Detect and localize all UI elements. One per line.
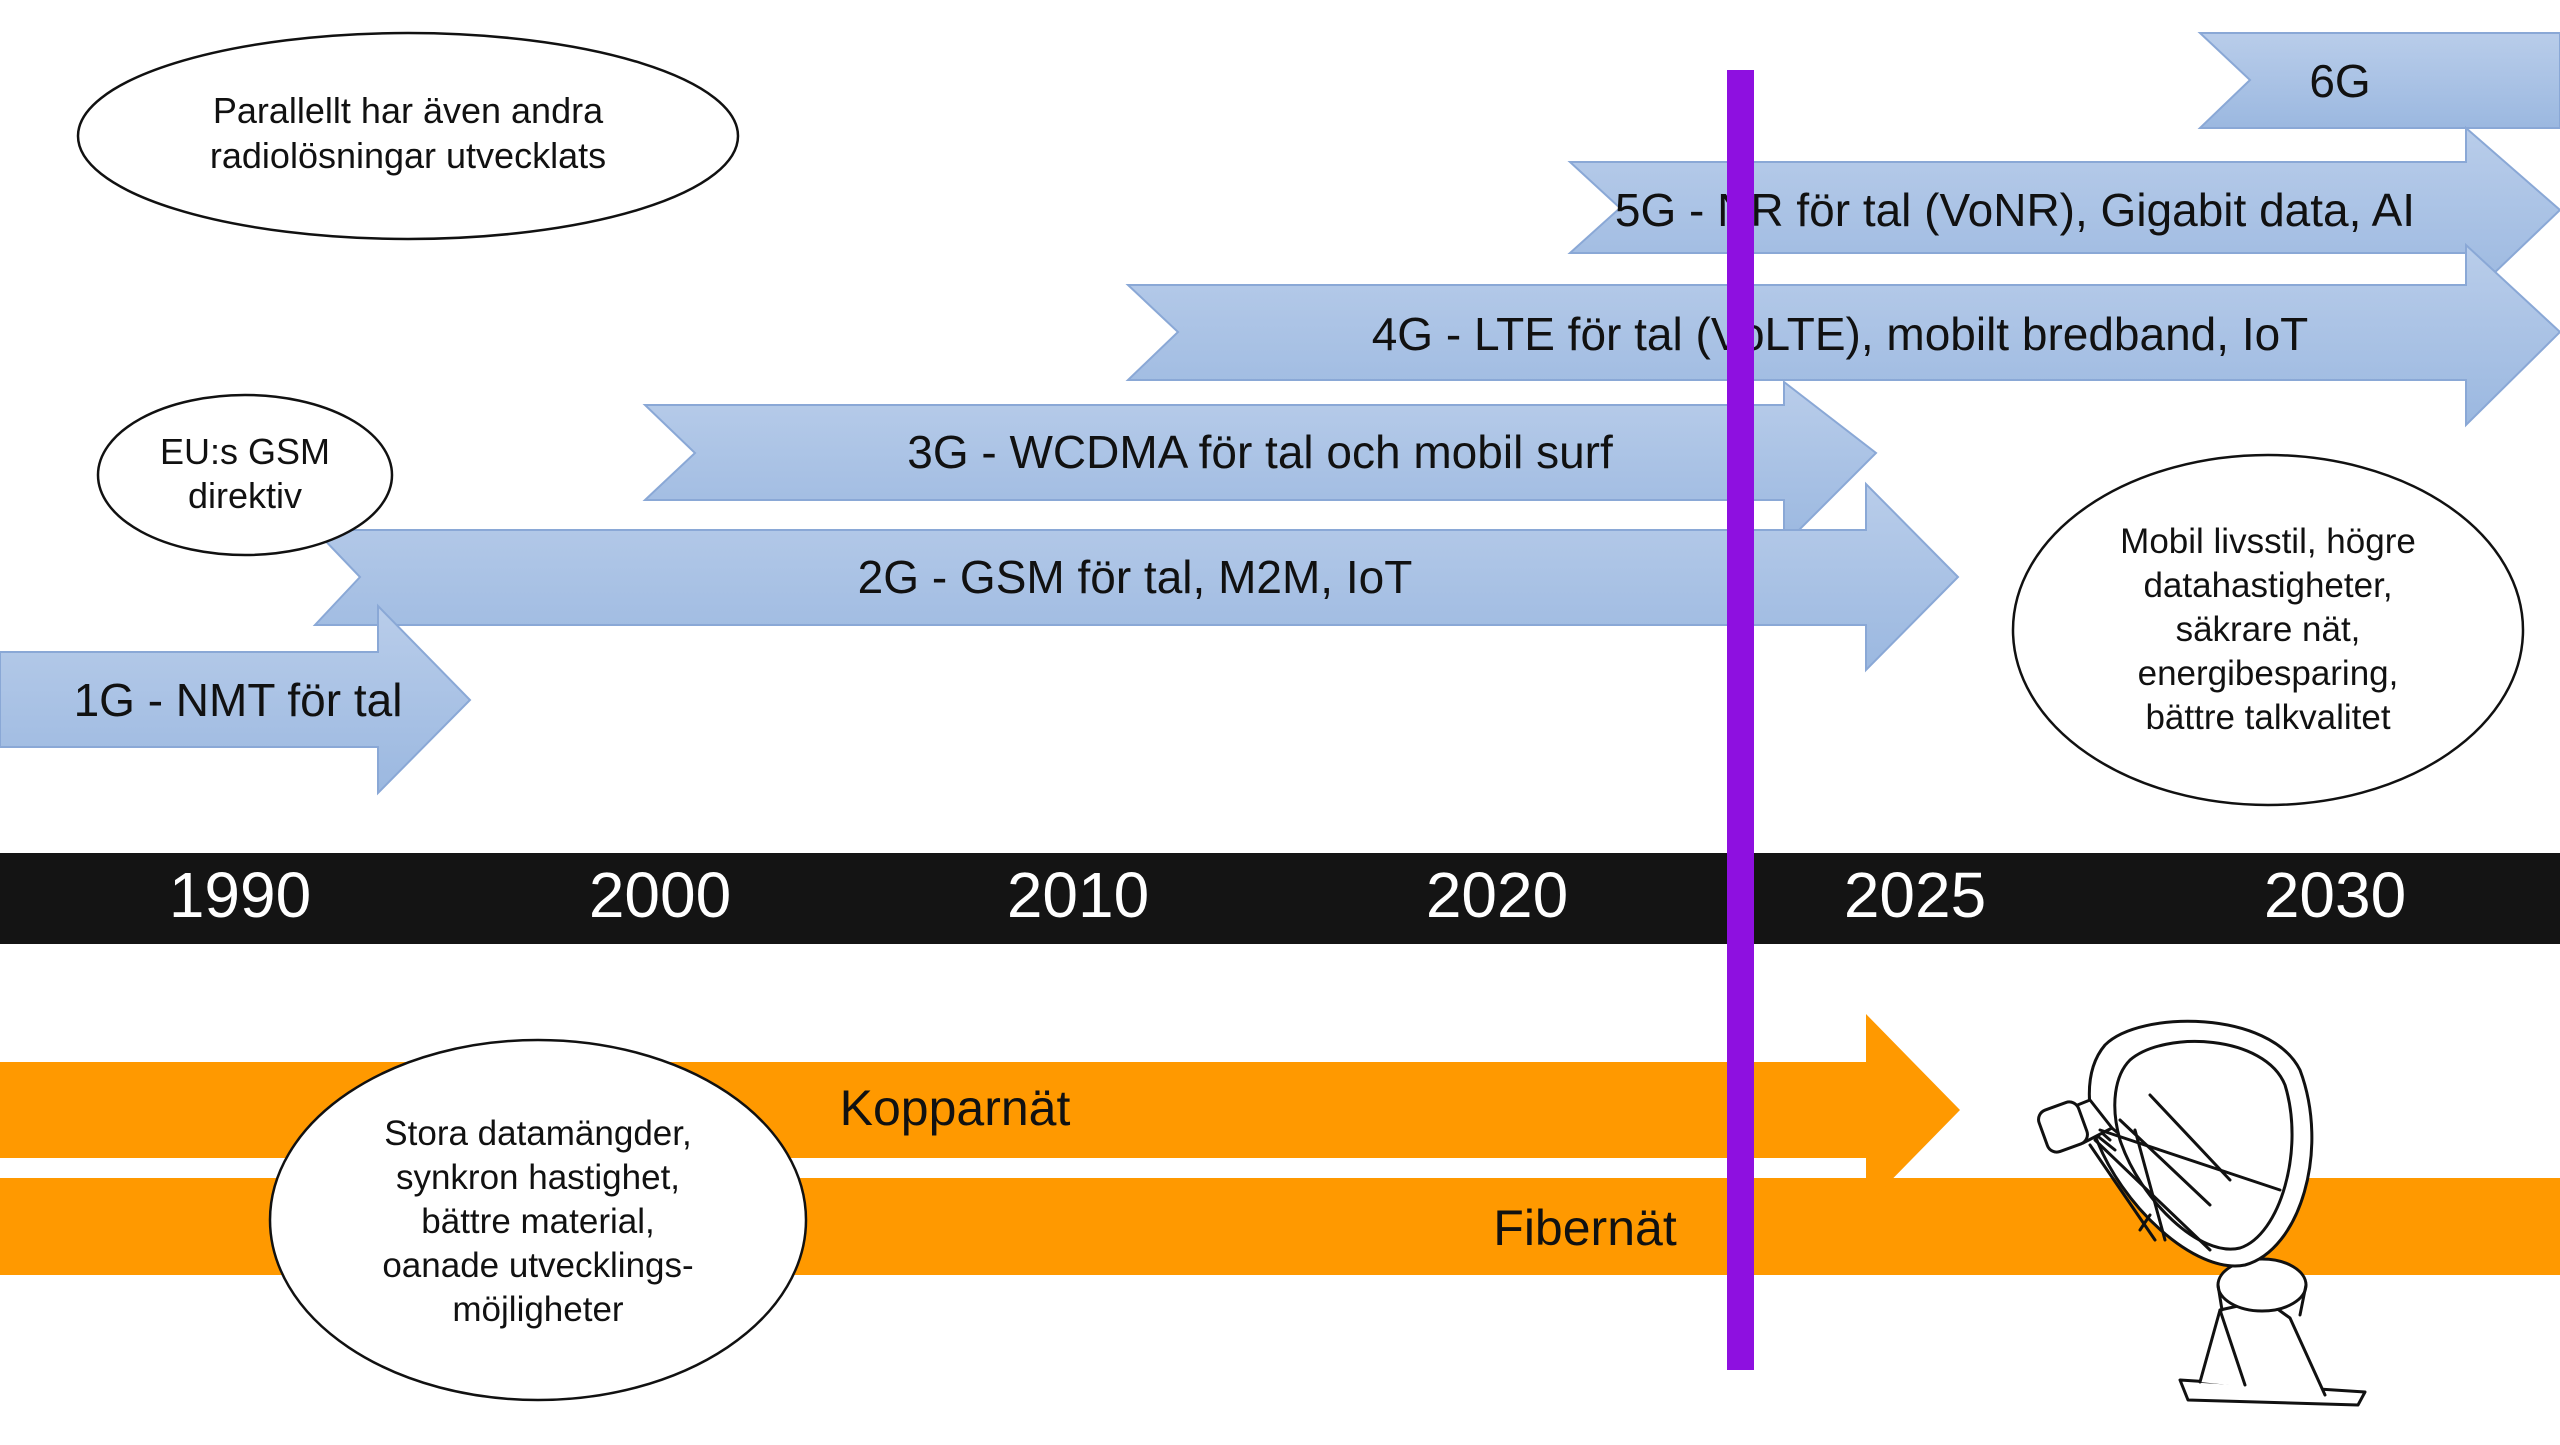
note-lifestyle-line-1: Mobil livsstil, högre: [2120, 522, 2416, 561]
arrow-1g: [0, 603, 472, 796]
note-parallel: Parallellt har även andra radiolösningar…: [76, 31, 740, 241]
note-parallel-line-1: Parallellt har även andra: [213, 90, 604, 131]
note-parallel-line-2: radiolösningar utvecklats: [210, 135, 606, 176]
arrow-6g: [2197, 32, 2560, 129]
arrow-4g: [1125, 242, 2560, 428]
year-2025: 2025: [1844, 859, 1986, 931]
note-fiber-line-4: oanade utvecklings-: [382, 1246, 693, 1285]
now-marker: [1727, 70, 1754, 1370]
satellite-dish-icon: [2037, 1019, 2367, 1407]
note-fiber-line-1: Stora datamängder,: [384, 1114, 691, 1153]
label-4g: 4G - LTE för tal (VoLTE), mobilt bredban…: [1372, 308, 2309, 360]
note-gsm-line-2: direktiv: [188, 475, 302, 516]
label-2g: 2G - GSM för tal, M2M, IoT: [858, 551, 1413, 603]
year-2000: 2000: [589, 859, 731, 931]
fiber-label: Fibernät: [1493, 1200, 1677, 1256]
note-lifestyle-line-5: bättre talkvalitet: [2145, 698, 2390, 737]
note-fiber-line-3: bättre material,: [421, 1202, 654, 1241]
note-lifestyle-line-3: säkrare nät,: [2176, 610, 2361, 649]
year-2010: 2010: [1007, 859, 1149, 931]
label-3g: 3G - WCDMA för tal och mobil surf: [907, 426, 1613, 478]
note-lifestyle-line-2: datahastigheter,: [2143, 566, 2392, 605]
note-fiber-benefits: Stora datamängder, synkron hastighet, bä…: [268, 1038, 808, 1402]
note-fiber-line-2: synkron hastighet,: [396, 1158, 680, 1197]
year-2030: 2030: [2264, 859, 2406, 931]
note-lifestyle-line-4: energibesparing,: [2138, 654, 2399, 693]
note-mobile-lifestyle: Mobil livsstil, högre datahastigheter, s…: [2011, 453, 2525, 807]
label-1g: 1G - NMT för tal: [74, 674, 403, 726]
timeline-bar: [0, 853, 2560, 944]
arrow-2g: [312, 481, 1960, 673]
year-1990: 1990: [169, 859, 311, 931]
year-2020: 2020: [1426, 859, 1568, 931]
copper-label: Kopparnät: [840, 1080, 1071, 1136]
label-6g: 6G: [2309, 55, 2370, 107]
note-fiber-line-5: möjligheter: [452, 1290, 624, 1329]
note-gsm-line-1: EU:s GSM: [160, 431, 330, 472]
note-gsm-directive: EU:s GSM direktiv: [96, 393, 394, 557]
